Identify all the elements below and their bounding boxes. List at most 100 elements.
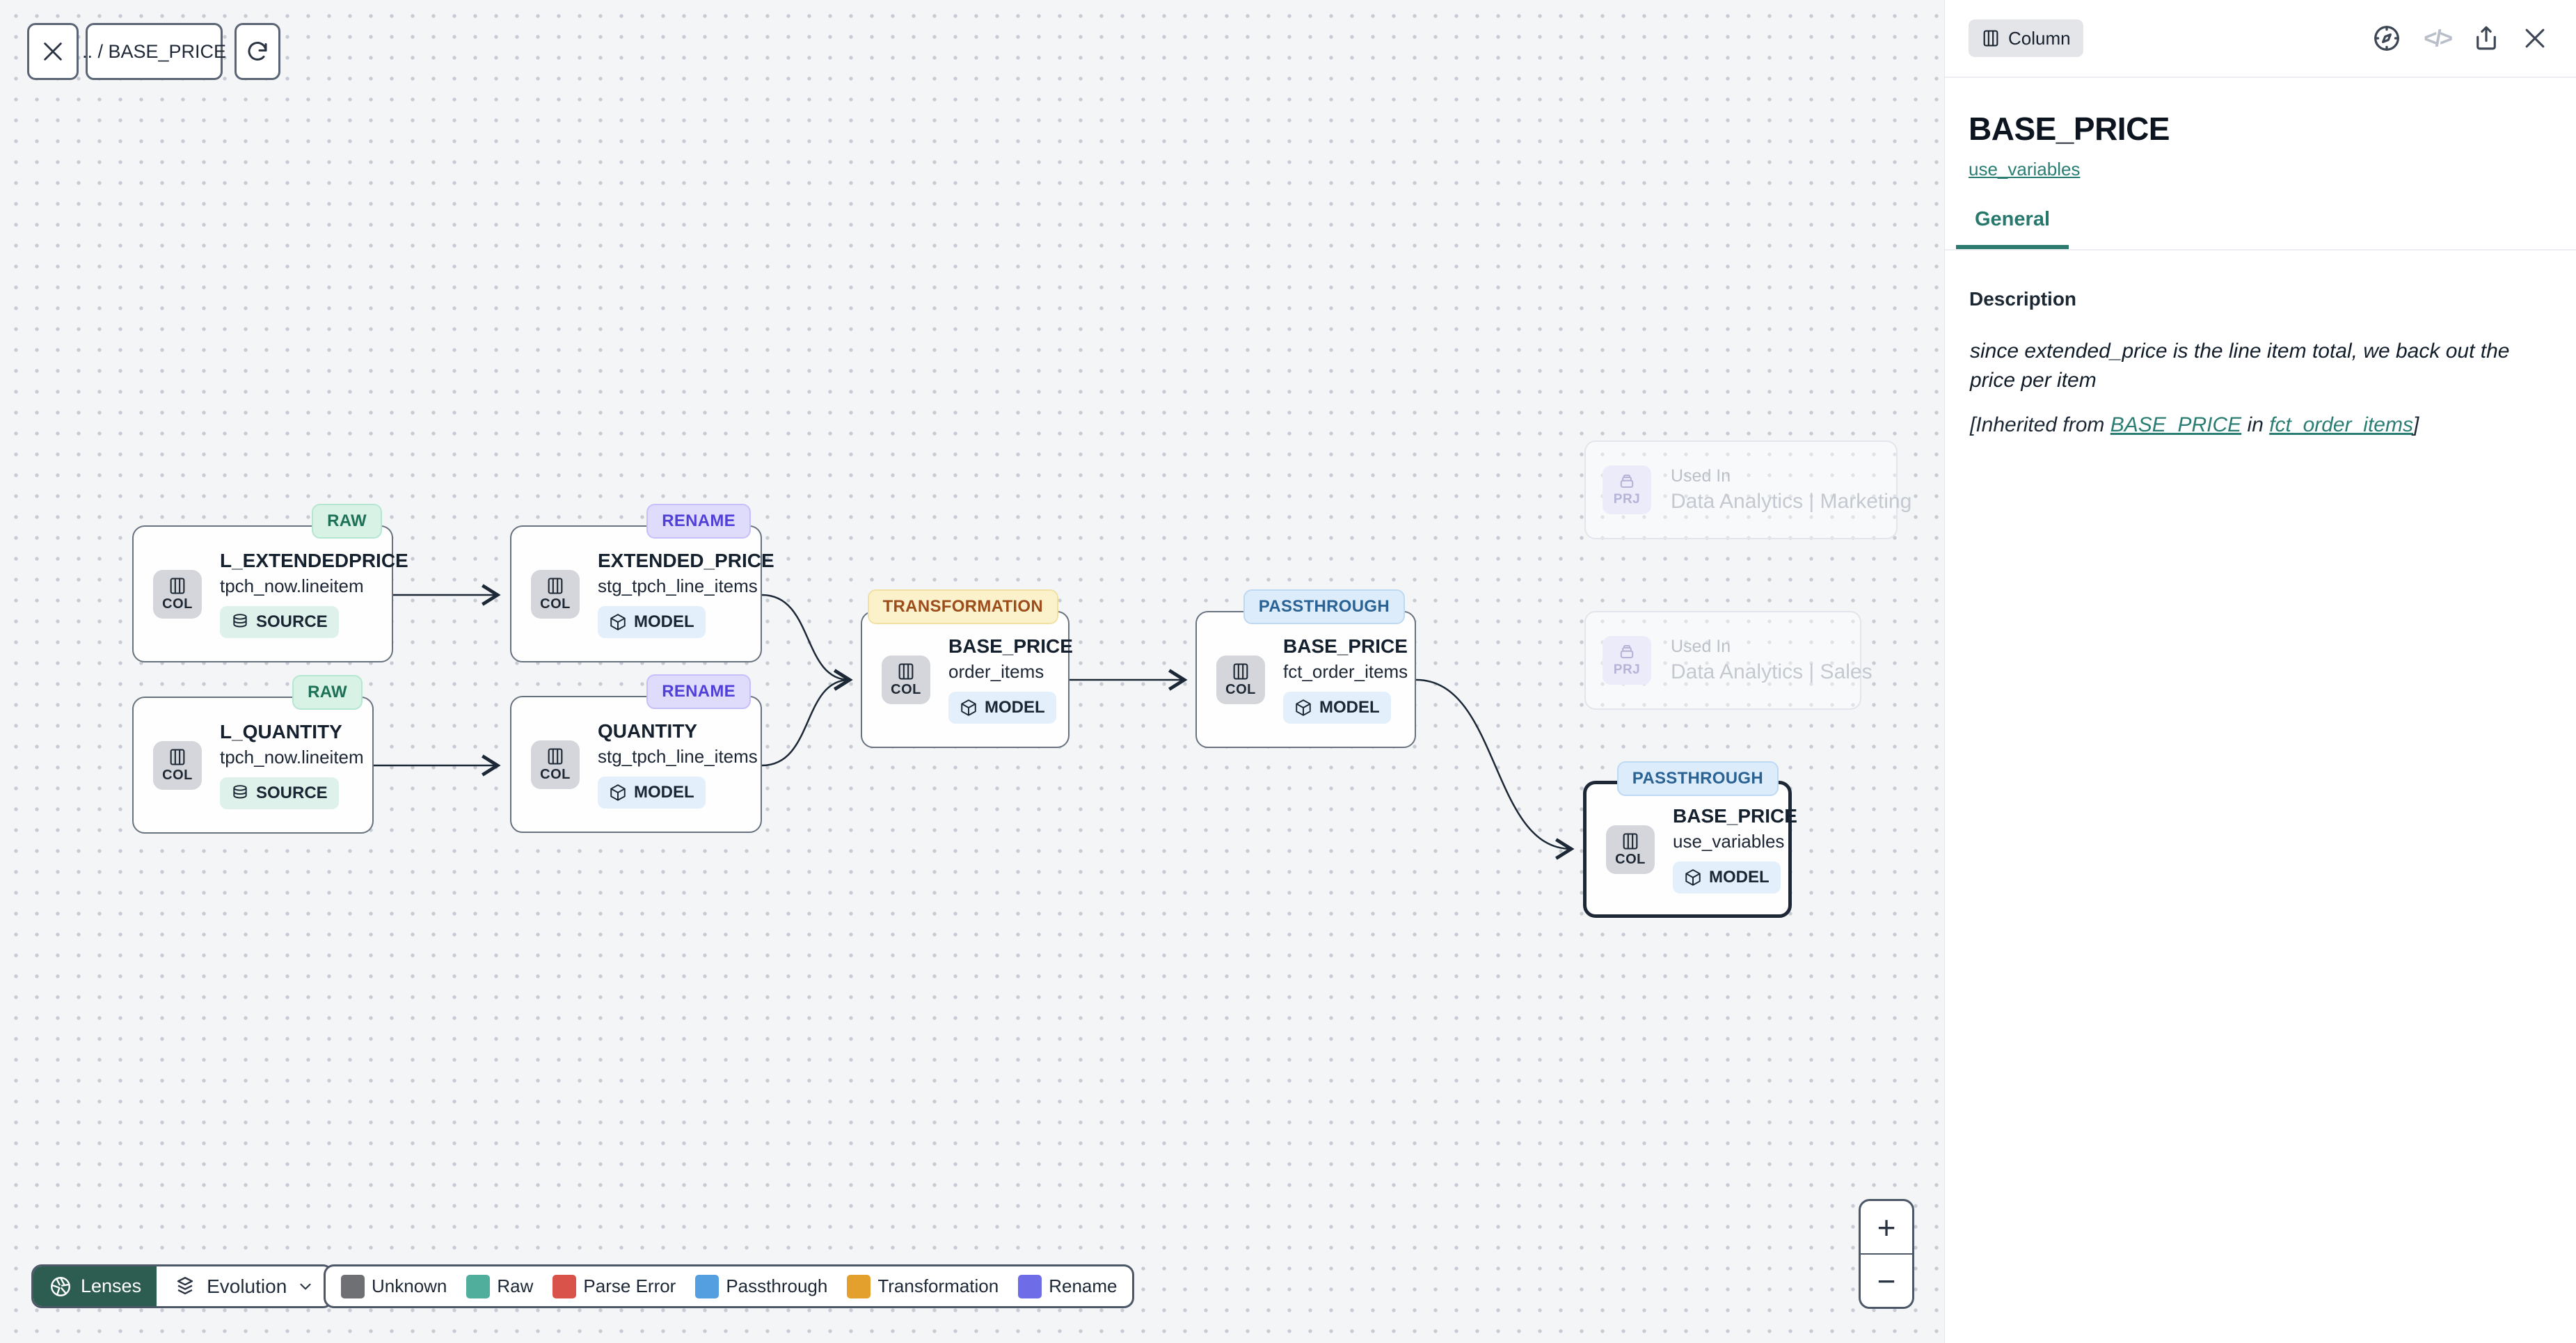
refresh-button[interactable] [234,23,280,80]
kind-badge: MODEL [598,606,706,638]
zoom-in-button[interactable]: + [1861,1201,1912,1255]
zoom-out-button[interactable]: − [1877,1262,1896,1299]
node-model: tpch_now.lineitem [220,575,364,596]
lens-aperture-icon [51,1276,70,1296]
entity-type-label: Column [2008,27,2071,49]
project-chip: PRJ [1603,636,1651,685]
compass-icon [2374,26,2400,51]
columns-icon [1623,832,1638,850]
chevron-down-icon [300,1283,311,1289]
legend-item: Transformation [847,1274,999,1298]
close-icon [44,42,62,61]
column-chip-label: COL [162,596,193,612]
entity-type-badge: Column [1969,19,2083,57]
database-icon [233,785,247,799]
node-title: BASE_PRICE [1283,635,1408,657]
project-chip: PRJ [1603,466,1651,514]
explore-lineage-button[interactable] [2371,22,2403,54]
column-chip-label: COL [540,596,571,612]
model-link[interactable]: use_variables [1969,159,2081,180]
column-chip: COL [1606,825,1655,874]
columns-icon [1233,662,1248,680]
cube-icon [610,784,626,801]
inherited-mid: in [2241,413,2270,436]
lineage-node-base-price-fct-order-items[interactable]: PASSTHROUGH COL BASE_PRICE fct_order_ite… [1195,589,1416,748]
zoom-controls: + − [1859,1199,1914,1309]
legend-item: Passthrough [695,1274,828,1298]
node-model: order_items [948,661,1044,682]
kind-label: MODEL [634,783,694,802]
node-title: L_EXTENDEDPRICE [220,550,408,571]
inherited-suffix: ] [2412,413,2419,436]
close-icon [2525,29,2545,48]
lineage-type-badge: PASSTHROUGH [1616,761,1779,796]
cube-icon [961,699,976,716]
lenses-label: Lenses [81,1276,142,1296]
node-title: EXTENDED_PRICE [598,550,774,571]
tab-general[interactable]: General [1956,208,2069,249]
used-in-name: Data Analytics | Sales [1671,660,1873,683]
view-code-button[interactable]: </> [2424,25,2453,51]
used-in-node-sales[interactable]: PRJ Used In Data Analytics | Sales [1584,611,1873,710]
lens-selector[interactable]: Evolution [157,1266,332,1306]
project-chip-label: PRJ [1613,492,1641,507]
lineage-type-badge: RENAME [646,504,751,539]
kind-label: MODEL [1319,698,1380,717]
close-panel-button[interactable] [2522,25,2548,51]
legend-swatch-passthrough [695,1274,719,1298]
columns-icon [548,577,563,594]
node-model: use_variables [1673,831,1785,852]
code-icon: </> [2424,25,2453,51]
node-model: fct_order_items [1283,661,1408,682]
lineage-legend: Unknown Raw Parse Error Passthrough Tran… [324,1264,1135,1308]
legend-label: Passthrough [726,1276,828,1296]
share-icon [2476,26,2496,50]
columns-icon [1983,30,1998,47]
kind-badge: MODEL [1283,692,1391,724]
columns-icon [170,577,185,594]
lineage-node-l-quantity[interactable]: RAW COL L_QUANTITY tpch_now.lineitem SOU… [132,675,374,834]
project-stack-icon [1620,475,1634,488]
legend-label: Unknown [372,1276,447,1296]
close-lineage-button[interactable] [27,23,79,80]
column-chip-label: COL [162,767,193,783]
legend-label: Transformation [877,1276,999,1296]
column-chip: COL [1216,655,1265,704]
node-title: BASE_PRICE [1673,805,1797,827]
legend-swatch-raw [466,1274,491,1298]
cube-icon [610,614,626,630]
project-stack-icon [1620,645,1634,659]
columns-icon [170,748,185,765]
lineage-node-base-price-order-items[interactable]: TRANSFORMATION COL BASE_PRICE order_item… [861,589,1073,748]
column-chip: COL [531,569,580,619]
lenses-control: Lenses Evolution [31,1264,334,1308]
columns-icon [898,662,914,680]
used-in-label: Used In [1671,466,1731,486]
legend-swatch-transformation [847,1274,871,1298]
column-chip-label: COL [540,766,571,782]
kind-label: MODEL [985,698,1045,717]
lineage-canvas[interactable]: .. / BASE_PRICE RAW COL L_EXTENDEDPRICE … [0,0,1944,1343]
breadcrumb[interactable]: .. / BASE_PRICE [82,23,226,80]
edge [761,594,853,691]
panel-header: Column </> [1945,0,2576,78]
used-in-name: Data Analytics | Marketing [1671,490,1912,513]
column-chip: COL [153,569,202,619]
lineage-node-l-extendedprice[interactable]: RAW COL L_EXTENDEDPRICE tpch_now.lineite… [132,504,408,662]
kind-label: SOURCE [256,612,328,631]
legend-item: Parse Error [552,1274,676,1298]
cube-icon [1685,869,1701,886]
column-chip: COL [531,740,580,789]
description-text: since extended_price is the line item to… [1970,340,2510,392]
lenses-button[interactable]: Lenses [33,1266,157,1306]
legend-item: Unknown [341,1274,447,1298]
inherited-model-link[interactable]: fct_order_items [2269,413,2413,436]
lineage-node-extended-price[interactable]: RENAME COL EXTENDED_PRICE stg_tpch_line_… [510,504,774,662]
lineage-node-quantity[interactable]: RENAME COL QUANTITY stg_tpch_line_items … [510,674,762,833]
legend-swatch-parse-error [552,1274,577,1298]
share-button[interactable] [2472,24,2501,53]
inherited-column-link[interactable]: BASE_PRICE [2110,413,2242,436]
used-in-node-marketing[interactable]: PRJ Used In Data Analytics | Marketing [1584,440,1911,539]
lineage-node-base-price-use-variables[interactable]: PASSTHROUGH COL BASE_PRICE use_variables… [1583,761,1797,918]
legend-label: Rename [1049,1276,1118,1296]
